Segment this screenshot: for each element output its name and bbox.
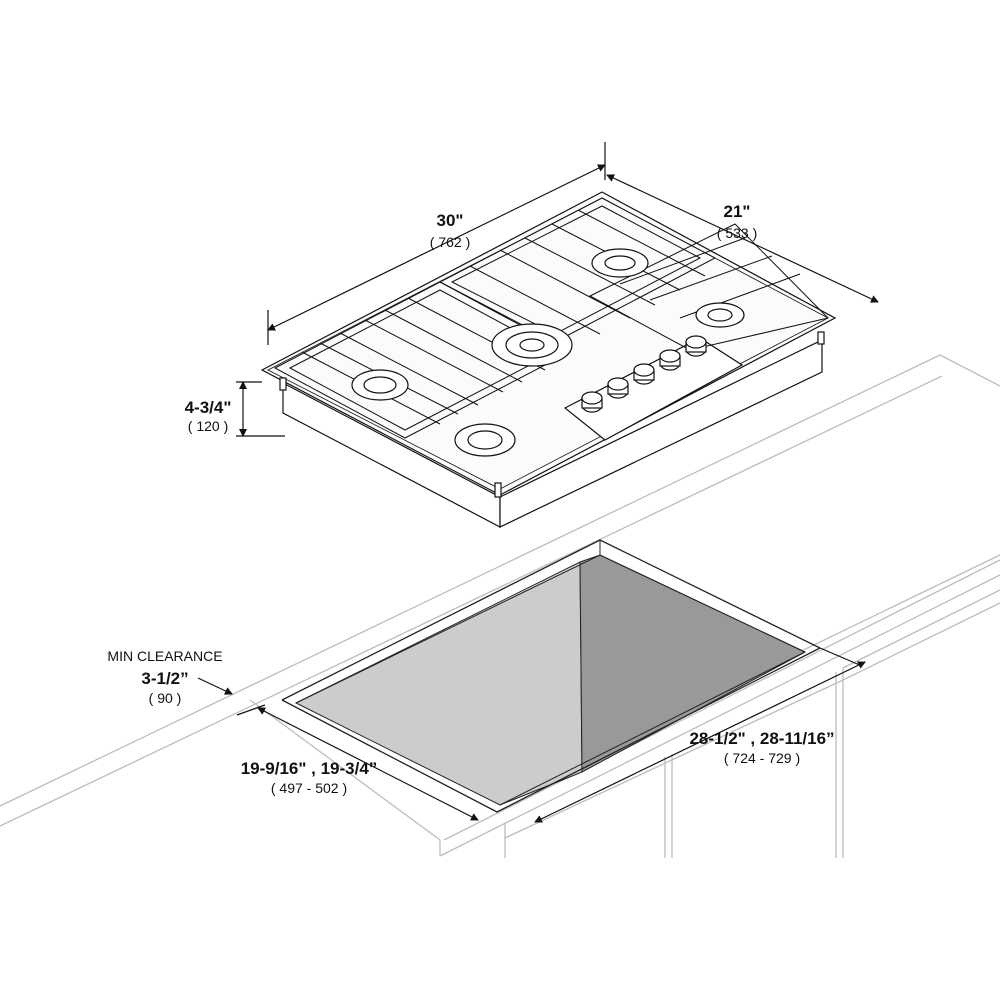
width-dimension-line — [267, 164, 606, 331]
knob-2 — [607, 377, 629, 399]
cutout-depth-dimension-line — [257, 707, 479, 821]
knob-4 — [659, 349, 681, 371]
depth-label: 21" — [723, 202, 751, 221]
burners — [351, 248, 745, 457]
knob-1 — [581, 391, 603, 413]
clearance-title: MIN CLEARANCE — [107, 648, 223, 664]
cutout-depth-label: 19-9/16" , 19-3/4” — [240, 759, 378, 778]
cooktop-side-right — [499, 339, 823, 528]
control-knobs — [581, 335, 707, 413]
width-metric-label: ( 762 ) — [429, 234, 471, 250]
depth-dimension-line — [606, 174, 879, 303]
width-label: 30" — [436, 211, 464, 230]
control-panel — [563, 337, 744, 441]
height-metric-label: ( 120 ) — [187, 418, 229, 434]
cutout-width-label: 28-1/2" , 28-11/16” — [689, 729, 835, 748]
clearance-dimension-line — [197, 677, 233, 695]
height-label: 4-3/4" — [184, 398, 232, 417]
knob-5 — [685, 335, 707, 357]
cutout-depth-metric-label: ( 497 - 502 ) — [270, 780, 348, 796]
knob-3 — [633, 363, 655, 385]
cutout-width-dimension-line — [534, 661, 866, 823]
dimension-lines — [197, 142, 879, 823]
clearance-metric-label: ( 90 ) — [148, 690, 182, 706]
cutout-width-metric-label: ( 724 - 729 ) — [723, 750, 801, 766]
depth-metric-label: ( 533 ) — [716, 225, 758, 241]
clearance-label: 3-1/2” — [141, 669, 189, 688]
